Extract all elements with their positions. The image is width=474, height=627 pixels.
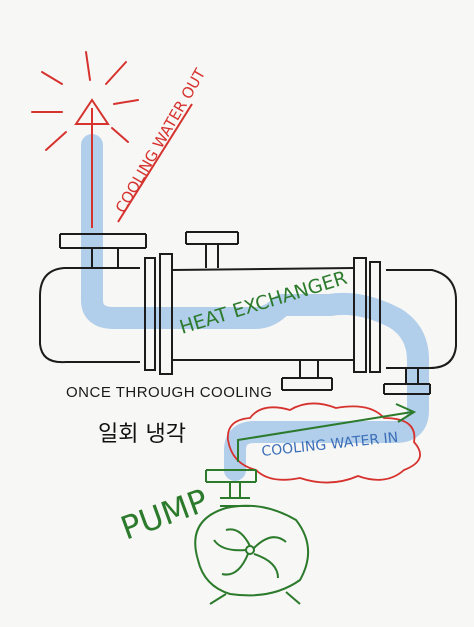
pump-label: PUMP xyxy=(116,481,213,547)
top-nozzles xyxy=(59,231,239,268)
once-through-cooling-label: ONCE THROUGH COOLING xyxy=(66,384,273,401)
cooling-water-flow xyxy=(81,134,429,481)
inlet-cloud-outline xyxy=(227,402,421,484)
inlet-arrow xyxy=(237,403,417,462)
bottom-nozzles xyxy=(281,360,431,395)
heat-exchanger-shell xyxy=(39,267,457,369)
flanges xyxy=(144,253,381,375)
korean-label: 일회 냉각 xyxy=(98,422,186,447)
steam-rays xyxy=(31,51,139,151)
outlet-label-underline xyxy=(117,103,193,223)
outlet-arrow xyxy=(74,98,110,228)
pump xyxy=(194,469,310,605)
